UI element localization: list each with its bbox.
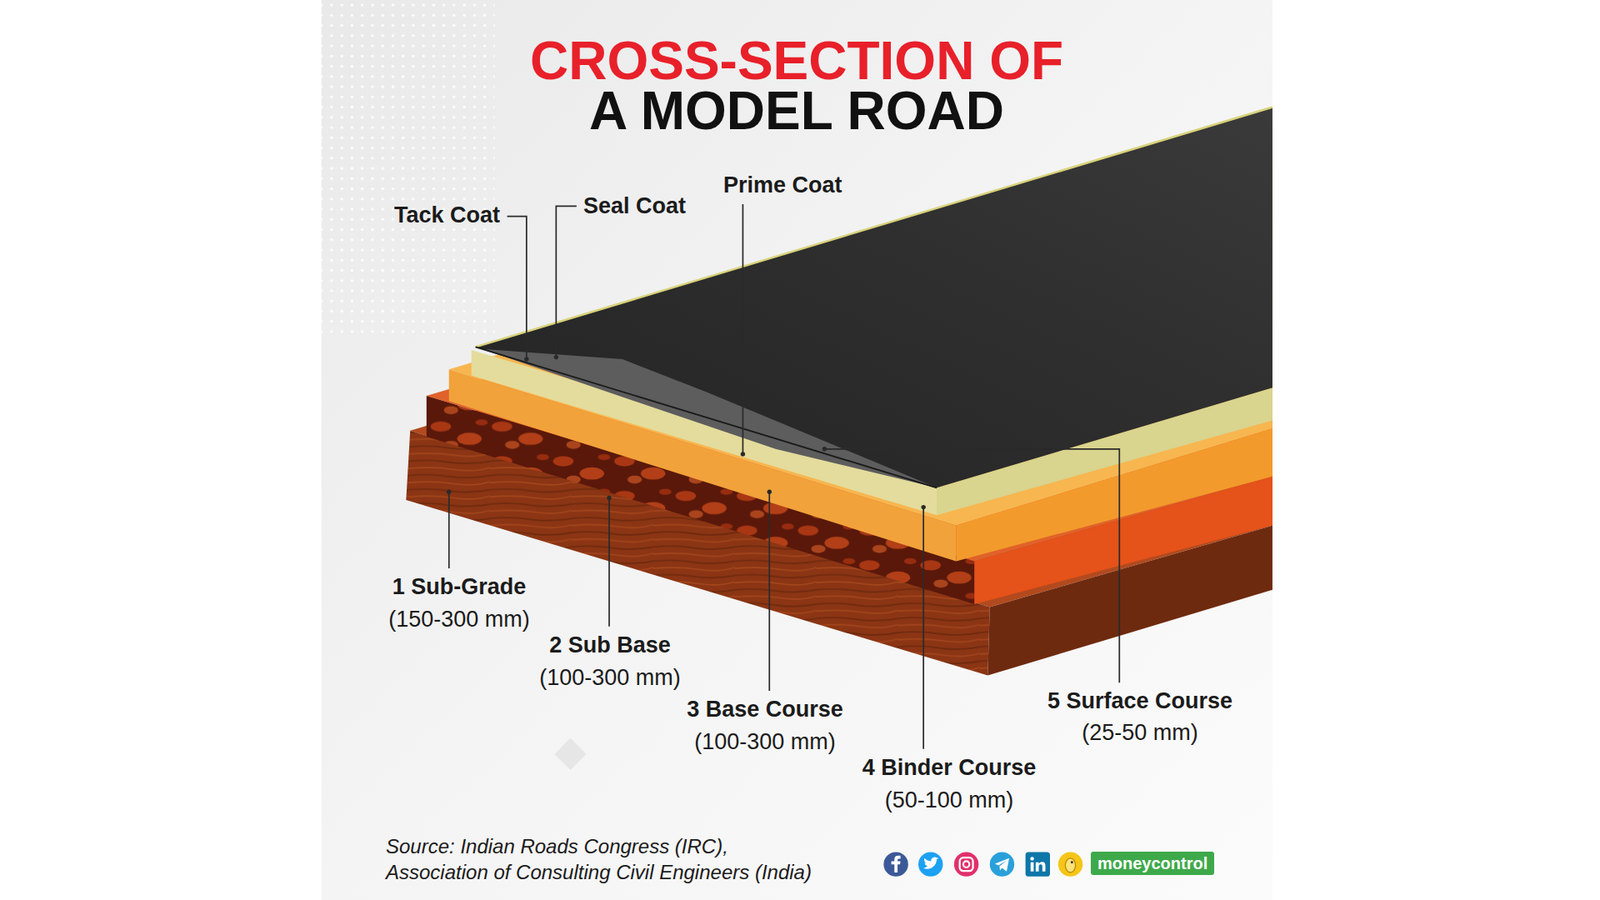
title: CROSS-SECTION OF A MODEL ROAD: [513, 35, 1080, 136]
linkedin-icon: [1025, 851, 1050, 876]
surface-top: [475, 107, 1273, 489]
dimension: (100-300 mm): [539, 665, 681, 691]
leader-dot: [446, 490, 451, 495]
dimension: (100-300 mm): [694, 729, 836, 755]
leader-lines: [449, 204, 1120, 750]
icon-glyph: [923, 856, 939, 869]
icon-square: [1025, 851, 1050, 876]
surface-edge: [475, 346, 937, 488]
telegram-icon: [990, 851, 1015, 876]
layer-label: Seal Coat: [583, 193, 686, 220]
layer-label: 1 Sub-Grade: [392, 574, 527, 600]
dimension: (50-100 mm): [885, 787, 1015, 814]
social-icons: [883, 851, 1083, 876]
icon-glyph: [1065, 858, 1075, 873]
faint-diamond: [554, 738, 586, 770]
icon-circle: [954, 851, 979, 876]
facebook-icon: [883, 851, 908, 876]
background-panel: [321, 0, 1273, 900]
leader-line: [742, 204, 745, 455]
layer-label: Prime Coat: [723, 172, 843, 199]
source-note: Source: Indian Roads Congress (IRC), Ass…: [385, 833, 828, 885]
leader-dots: [446, 355, 926, 510]
icon-glyph: [1035, 861, 1046, 871]
leader-dot: [554, 355, 559, 360]
icon-glyph: [1070, 860, 1074, 864]
dimension: (150-300 mm): [388, 606, 530, 633]
leader-line: [922, 507, 925, 750]
leader-dot: [822, 446, 827, 451]
icon-circle: [918, 851, 943, 876]
dimension: (25-50 mm): [1081, 720, 1199, 746]
icon-circle: [990, 851, 1015, 876]
brand-logo: moneycontrol: [1090, 851, 1215, 875]
icon-glyph: [891, 855, 901, 873]
icon-glyph: [963, 860, 970, 867]
leader-line: [448, 491, 450, 569]
layer-label: 3 Base Course: [686, 696, 844, 723]
dot-texture: [321, 0, 495, 337]
layer-label: Tack Coat: [394, 202, 500, 229]
instagram-icon: [954, 851, 979, 876]
leader-dot: [920, 505, 925, 510]
icon-circle: [883, 851, 908, 876]
leader-dot: [524, 356, 529, 361]
layer-label: 5 Surface Course: [1047, 688, 1233, 715]
leader-line: [768, 491, 770, 691]
icon-circle: [1058, 851, 1083, 876]
leader-dot: [606, 495, 611, 500]
leader-line: [824, 449, 1120, 683]
twitter-icon: [918, 851, 943, 876]
leader-line: [555, 205, 576, 357]
leader-line: [608, 498, 610, 627]
layer-label: 2 Sub Base: [549, 632, 671, 659]
koo-icon: [1058, 851, 1083, 876]
leader-dot: [740, 451, 745, 456]
leader-line: [507, 216, 527, 360]
icon-glyph: [1030, 856, 1034, 860]
icon-glyph: [995, 858, 1010, 872]
surface-edge: [475, 107, 1273, 348]
layer-label: 4 Binder Course: [862, 755, 1037, 781]
icon-glyph: [1030, 862, 1035, 872]
icon-glyph: [960, 857, 974, 871]
leader-dot: [767, 490, 772, 495]
